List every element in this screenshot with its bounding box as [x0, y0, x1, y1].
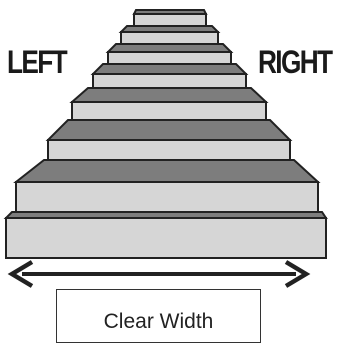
clear-width-arrow — [12, 262, 306, 286]
clear-width-caption-box: Clear Width — [56, 289, 261, 343]
stair-tread-5 — [72, 88, 266, 102]
stair-riser-5 — [72, 102, 266, 120]
right-label: RIGHT — [258, 46, 331, 78]
stair-riser-3 — [108, 52, 231, 64]
stair-riser-8 — [6, 218, 326, 258]
stair-riser-7 — [16, 182, 318, 212]
stair-tread-7 — [16, 160, 318, 182]
stair-tread-3 — [108, 44, 231, 52]
stair-riser-2 — [121, 32, 218, 44]
clear-width-caption: Clear Width — [57, 310, 260, 334]
stair-tread-6 — [48, 120, 290, 140]
stair-riser-6 — [48, 140, 290, 160]
stair-riser-4 — [93, 74, 246, 88]
left-label: LEFT — [7, 46, 66, 78]
stair-tread-4 — [93, 64, 246, 74]
stair-riser-1 — [134, 14, 206, 26]
